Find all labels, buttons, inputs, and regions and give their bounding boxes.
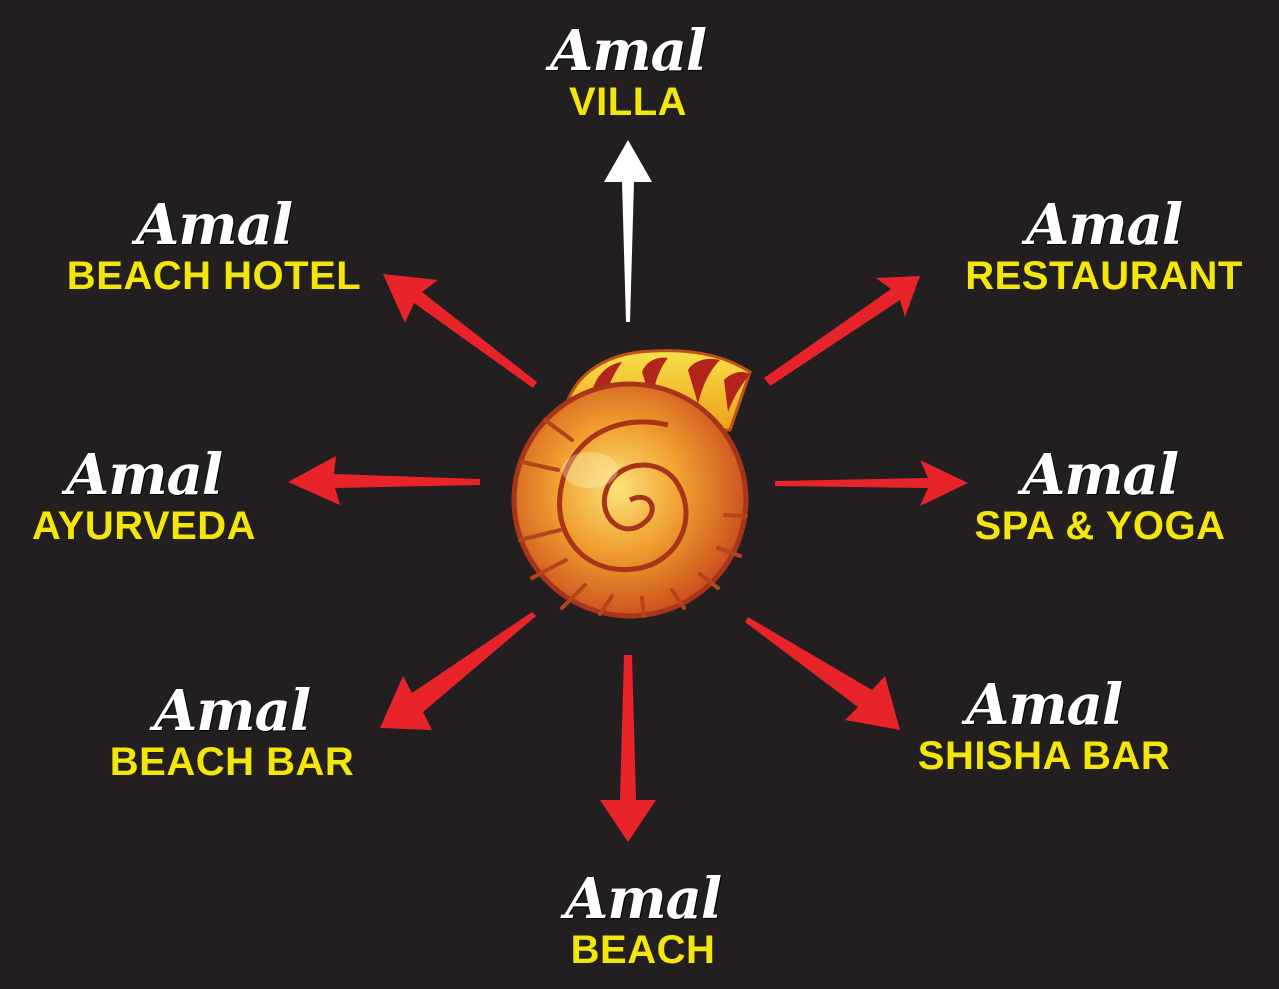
brand-name: Amal [965, 196, 1243, 254]
brand-name: Amal [110, 682, 355, 740]
brand-name: Amal [975, 446, 1226, 504]
node-shisha-bar: Amal SHISHA BAR [918, 676, 1170, 778]
arrow-to-ayurveda [288, 456, 480, 505]
brand-name: Amal [918, 676, 1170, 734]
node-villa: Amal VILLA [550, 22, 706, 124]
node-label-beach-bar: BEACH BAR [110, 740, 355, 784]
arrow-to-beach [600, 655, 656, 842]
node-label-villa: VILLA [550, 80, 706, 124]
node-label-beach-hotel: BEACH HOTEL [67, 254, 361, 298]
nautilus-shell-logo [514, 351, 750, 616]
node-beach-bar: Amal BEACH BAR [110, 682, 355, 784]
node-spa-yoga: Amal SPA & YOGA [975, 446, 1226, 548]
arrow-to-beach-bar [380, 612, 536, 730]
brand-name: Amal [32, 446, 256, 504]
node-beach: Amal BEACH [565, 870, 721, 972]
arrow-to-beach-hotel [383, 274, 537, 388]
brand-name: Amal [565, 870, 721, 928]
arrow-to-restaurant [764, 276, 920, 386]
arrow-to-shisha-bar [745, 617, 900, 730]
node-restaurant: Amal RESTAURANT [965, 196, 1243, 298]
node-label-restaurant: RESTAURANT [965, 254, 1243, 298]
brand-name: Amal [67, 196, 361, 254]
node-ayurveda: Amal AYURVEDA [32, 446, 256, 548]
node-label-spa-yoga: SPA & YOGA [975, 504, 1226, 548]
node-label-shisha-bar: SHISHA BAR [918, 734, 1170, 778]
brand-name: Amal [550, 22, 706, 80]
arrow-to-spa-yoga [775, 460, 968, 506]
node-label-beach: BEACH [565, 928, 721, 972]
arrow-to-villa [604, 140, 652, 322]
node-label-ayurveda: AYURVEDA [32, 504, 256, 548]
node-beach-hotel: Amal BEACH HOTEL [67, 196, 361, 298]
